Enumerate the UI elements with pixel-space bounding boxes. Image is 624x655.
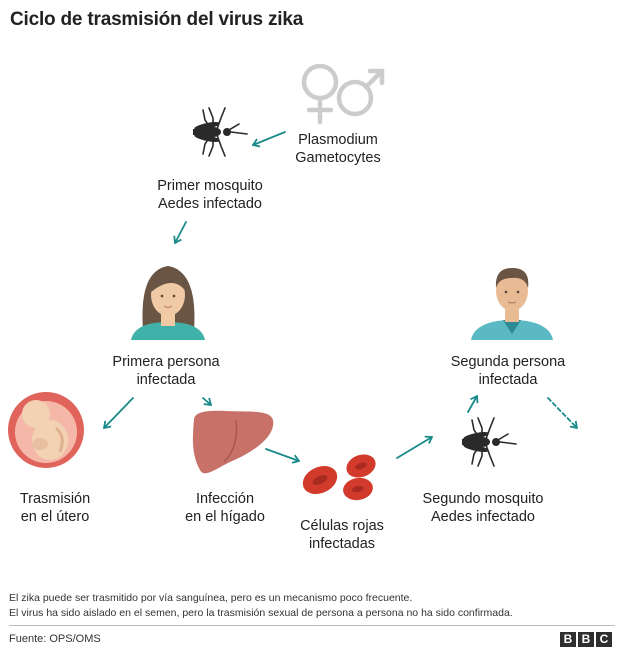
- arrow-person-to-liver: [202, 397, 212, 406]
- arrow-liver-to-cells: [265, 448, 300, 464]
- woman-icon: [131, 266, 205, 340]
- logo-letter: B: [578, 632, 594, 647]
- red-cells-icon: [302, 454, 376, 501]
- gender-symbols-icon: [301, 63, 385, 125]
- source-credit: Fuente: OPS/OMS: [9, 633, 101, 645]
- diagram-title: Ciclo de trasmisión del virus zika: [10, 9, 304, 30]
- footnote: El virus ha sido aislado en el semen, pe…: [9, 607, 513, 619]
- label-first-person: Primera persona infectada: [112, 354, 220, 388]
- label-first-mosquito: Primer mosquito Aedes infectado: [157, 178, 263, 212]
- label-liver: Infección en el hígado: [185, 491, 265, 525]
- logo-letter: B: [560, 632, 576, 647]
- label-second-person: Segunda persona infectada: [450, 354, 566, 388]
- arrow-continue-cycle: [547, 397, 578, 429]
- footnotes: El zika puede ser trasmitido por vía san…: [9, 591, 513, 621]
- label-uterus: Trasmisión en el útero: [19, 491, 91, 525]
- arrow-mosquito-to-person2: [467, 395, 479, 413]
- man-icon: [471, 268, 553, 340]
- label-gametocytes: Plasmodium Gametocytes: [295, 132, 381, 166]
- label-red-cells: Células rojas infectadas: [300, 518, 384, 552]
- bbc-logo: B B C: [560, 632, 612, 647]
- logo-letter: C: [596, 632, 612, 647]
- fetus-icon: [8, 392, 84, 468]
- divider: [9, 625, 615, 626]
- arrow-mosquito-to-person: [173, 221, 187, 244]
- arrow-person-to-uterus: [103, 397, 134, 429]
- label-second-mosquito: Segundo mosquito Aedes infectado: [422, 491, 544, 525]
- liver-icon: [192, 410, 274, 474]
- footnote: El zika puede ser trasmitido por vía san…: [9, 592, 413, 604]
- arrow-gametocytes-to-mosquito: [252, 131, 286, 148]
- transmission-diagram: [8, 63, 578, 501]
- mosquito-icon: [461, 417, 517, 467]
- mosquito-icon: [192, 107, 248, 157]
- arrow-cells-to-mosquito: [396, 435, 433, 459]
